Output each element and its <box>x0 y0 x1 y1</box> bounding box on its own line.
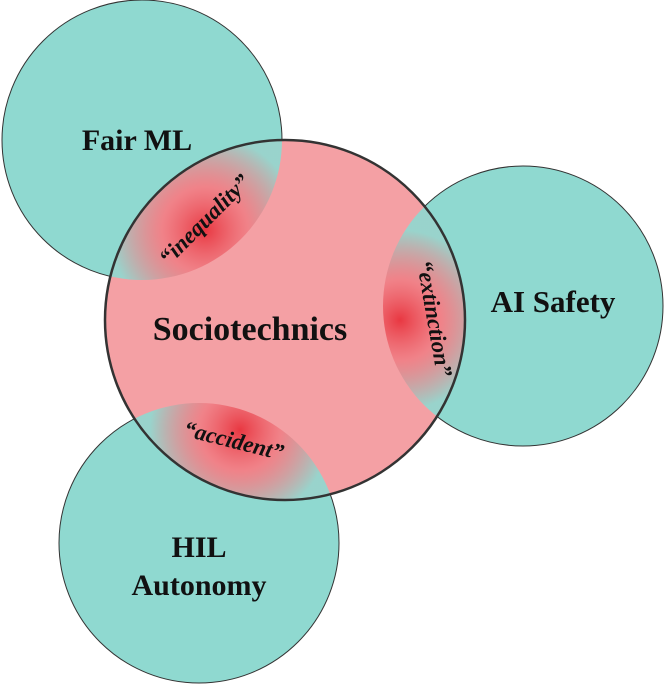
sociotechnics-label: Sociotechnics <box>153 311 348 348</box>
hil-overlap-region <box>105 403 339 500</box>
sociotechnics-circle-outline <box>103 138 467 502</box>
hil-label-line1: HIL <box>171 531 226 564</box>
hil-label-line2: Autonomy <box>131 569 266 602</box>
ai-safety-label: AI Safety <box>491 284 616 319</box>
fair-ml-overlap-region <box>105 140 282 280</box>
fair-ml-label: Fair ML <box>82 124 192 157</box>
